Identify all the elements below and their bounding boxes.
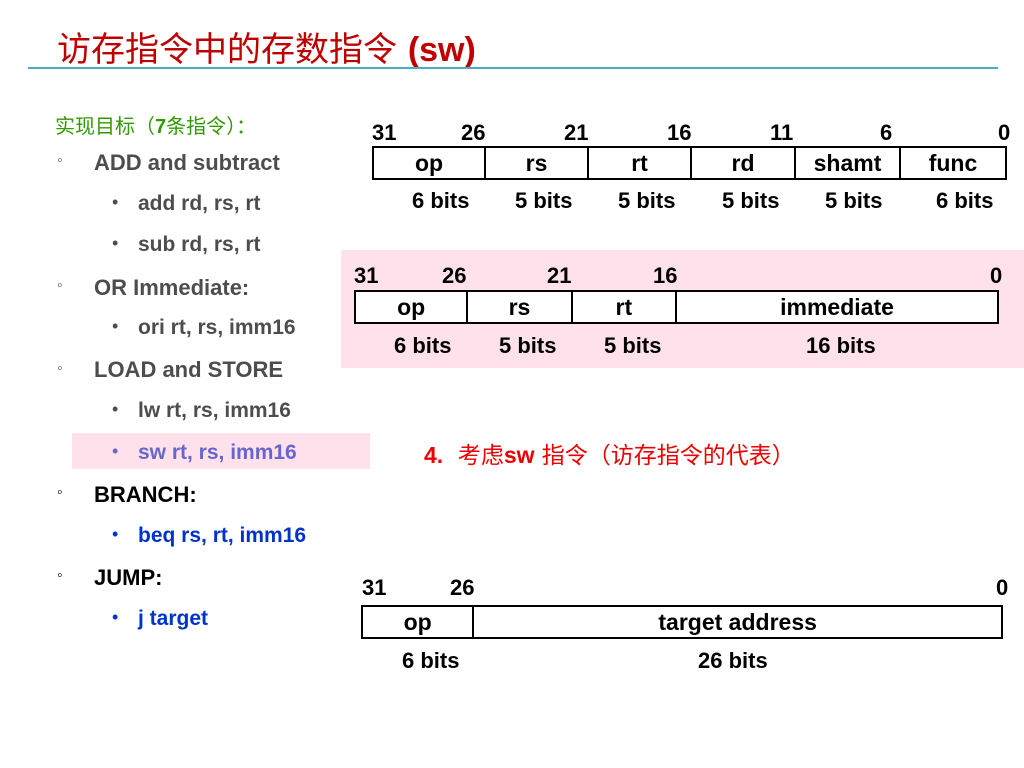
slide-title: 访存指令中的存数指令 (sw) — [57, 22, 476, 71]
goal-prefix: 实现目标（ — [55, 114, 155, 138]
field-width: 5 bits — [722, 188, 780, 213]
bullet-dot: • — [112, 524, 119, 544]
r-type-field-row: op rs rt rd shamt func — [372, 146, 1007, 180]
outline-group-add: ADD and subtract — [94, 150, 280, 175]
field-width: 5 bits — [515, 188, 573, 213]
note-pre: 考虑 — [457, 443, 504, 469]
field-width: 16 bits — [806, 333, 876, 358]
field-width: 6 bits — [412, 188, 470, 213]
bullet-dot: • — [112, 233, 119, 253]
bit-label: 21 — [564, 120, 589, 145]
field-rs: rs — [468, 292, 573, 322]
bit-label: 0 — [996, 575, 1009, 600]
sw-note: 4. 考虑sw 指令（访存指令的代表） — [424, 436, 795, 470]
field-width: 5 bits — [604, 333, 662, 358]
bullet-ring: ◦ — [57, 360, 63, 377]
field-rt: rt — [573, 292, 678, 322]
goal-heading: 实现目标（7条指令）： — [55, 110, 256, 139]
bullet-ring: ◦ — [57, 277, 63, 294]
title-underline — [28, 67, 998, 69]
bullet-dot: • — [112, 192, 119, 212]
bullet-dot: • — [112, 441, 119, 461]
bit-label: 11 — [770, 120, 794, 145]
outline-group-ori: OR Immediate: — [94, 275, 250, 300]
bit-label: 26 — [442, 263, 467, 288]
bit-label: 16 — [653, 263, 678, 288]
bit-label: 31 — [362, 575, 387, 600]
bit-label: 21 — [547, 263, 572, 288]
i-type-field-row: op rs rt immediate — [354, 290, 999, 324]
field-shamt: shamt — [796, 148, 901, 178]
field-rd: rd — [692, 148, 796, 178]
bit-label: 0 — [990, 263, 1003, 288]
field-width: 26 bits — [698, 648, 768, 673]
note-code: sw — [503, 442, 535, 468]
outline-group-jump: JUMP: — [94, 565, 163, 590]
field-width: 6 bits — [402, 648, 460, 673]
field-op: op — [356, 292, 469, 322]
field-op: op — [374, 148, 486, 178]
bit-label: 26 — [461, 120, 486, 145]
bullet-ring: ◦ — [57, 152, 63, 169]
bullet-dot: • — [112, 607, 119, 627]
note-post: 指令（访存指令的代表） — [534, 443, 795, 469]
field-width: 6 bits — [936, 188, 994, 213]
slide-title-zh: 访存指令中的存数指令 — [57, 30, 397, 70]
outline-group-load-store: LOAD and STORE — [94, 357, 284, 382]
bit-label: 31 — [354, 263, 379, 288]
field-immediate: immediate — [780, 294, 894, 320]
bullet-dot: • — [112, 316, 119, 336]
field-target-address: target address — [658, 609, 817, 635]
field-rt: rt — [589, 148, 692, 178]
outline-item-j: j target — [138, 607, 209, 630]
field-width: 5 bits — [499, 333, 557, 358]
bit-label: 16 — [667, 120, 692, 145]
bullet-ring: ◦ — [57, 567, 63, 584]
bit-label: 31 — [372, 120, 397, 145]
slide-title-en: (sw) — [407, 31, 476, 69]
outline-group-branch: BRANCH: — [94, 482, 197, 507]
j-type-field-row: op target address — [361, 605, 1003, 639]
goal-suffix: 条指令）： — [166, 114, 257, 138]
field-width: 5 bits — [825, 188, 883, 213]
outline-item-sub: sub rd, rs, rt — [138, 233, 261, 256]
outline-item-sw: sw rt, rs, imm16 — [138, 441, 297, 464]
goal-count: 7 — [155, 116, 167, 138]
field-width: 6 bits — [394, 333, 452, 358]
note-number: 4. — [424, 442, 444, 468]
outline-item-ori: ori rt, rs, imm16 — [138, 316, 296, 339]
sw-item-highlight — [72, 433, 370, 469]
outline-item-beq: beq rs, rt, imm16 — [138, 524, 307, 547]
field-func: func — [928, 150, 978, 176]
field-op: op — [363, 607, 475, 637]
field-rs: rs — [486, 148, 589, 178]
bullet-dot: • — [112, 399, 119, 419]
bit-label: 6 — [880, 120, 893, 145]
bit-label: 26 — [450, 575, 475, 600]
outline-item-lw: lw rt, rs, imm16 — [138, 399, 291, 422]
field-width: 5 bits — [618, 188, 676, 213]
bit-label: 0 — [998, 120, 1011, 145]
bullet-ring: ◦ — [57, 484, 63, 501]
outline-item-add: add rd, rs, rt — [138, 192, 261, 215]
